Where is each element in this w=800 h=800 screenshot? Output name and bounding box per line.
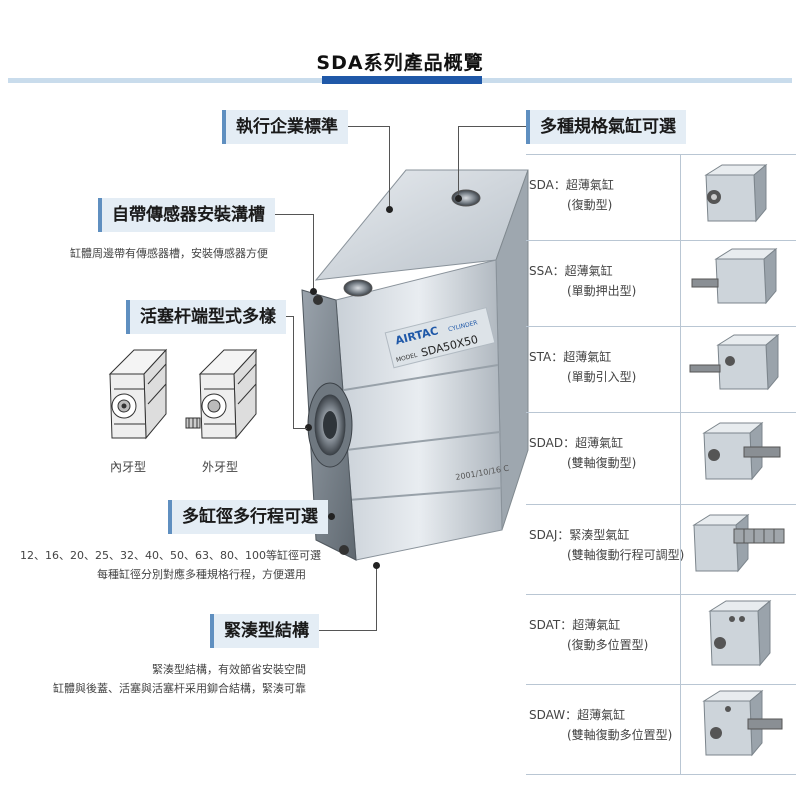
spec-divider <box>680 155 681 241</box>
pointer-dot <box>455 195 462 202</box>
spec-name: 超薄氣缸 <box>577 708 626 722</box>
cylinder-photo <box>684 245 790 315</box>
leader-line <box>293 316 294 428</box>
leader-line <box>458 126 459 198</box>
cylinder-photo <box>684 331 790 401</box>
spec-row: SDAJ：緊湊型氣缸 (雙軸復動行程可調型) <box>526 504 796 595</box>
page-title: SDA系列產品概覽 <box>316 52 484 74</box>
spec-label: SDAD：超薄氣缸 (雙軸復動型) <box>529 433 636 473</box>
spec-name: 緊湊型氣缸 <box>569 528 630 542</box>
cylinder-photo <box>684 159 790 229</box>
internal-thread-caption: 內牙型 <box>110 460 147 474</box>
cylinder-illustration: AIRTAC CYLINDER MODEL SDA50X50 2001/10/1… <box>301 169 529 561</box>
leader-line <box>313 214 314 290</box>
spec-divider <box>680 685 681 775</box>
bore-stroke-description: 12、16、20、25、32、40、50、63、80、100等缸徑可選 每種缸徑… <box>20 546 321 584</box>
spec-type: (單動引入型) <box>567 370 637 384</box>
pointer-dot <box>310 288 317 295</box>
spec-label: SDAW：超薄氣缸 (雙軸復動多位置型) <box>529 705 672 745</box>
spec-type: (復動多位置型) <box>567 638 649 652</box>
leader-line <box>268 214 314 215</box>
spec-name: 超薄氣缸 <box>572 618 621 632</box>
spec-type: (雙軸復動行程可調型) <box>567 548 685 562</box>
spec-row: SDAT：超薄氣缸 (復動多位置型) <box>526 594 796 685</box>
spec-row: SSA：超薄氣缸 (單動押出型) <box>526 240 796 327</box>
spec-label: SDAT：超薄氣缸 (復動多位置型) <box>529 615 648 655</box>
label-bore-stroke: 多缸徑多行程可選 <box>168 500 328 534</box>
spec-divider <box>680 327 681 413</box>
spec-code: SDAD： <box>529 436 576 450</box>
compact-description: 緊湊型結構，有效節省安裝空間 缸體與後蓋、活塞與活塞杆采用鉚合結構，緊湊可靠 <box>30 660 306 698</box>
leader-line <box>458 126 526 127</box>
description-line: 12、16、20、25、32、40、50、63、80、100等缸徑可選 <box>20 549 321 562</box>
spec-code: SDAT： <box>529 618 573 632</box>
description-line: 每種缸徑分別對應多種規格行程，方便選用 <box>97 568 306 581</box>
spec-row: STA：超薄氣缸 (單動引入型) <box>526 326 796 413</box>
spec-type: (雙軸復動型) <box>567 456 637 470</box>
spec-row: SDAD：超薄氣缸 (雙軸復動型) <box>526 412 796 505</box>
pointer-dot <box>328 513 335 520</box>
spec-label: SDA：超薄氣缸 (復動型) <box>529 175 614 215</box>
description-line: 緊湊型結構，有效節省安裝空間 <box>152 663 306 676</box>
spec-table-bottom <box>526 774 796 775</box>
spec-code: SDAW： <box>529 708 578 722</box>
internal-thread-sketch <box>108 348 168 440</box>
spec-name: 超薄氣缸 <box>563 350 612 364</box>
spec-row: SDA：超薄氣缸 (復動型) <box>526 154 796 241</box>
spec-name: 超薄氣缸 <box>565 178 614 192</box>
spec-divider <box>680 505 681 595</box>
label-compact-structure: 緊湊型結構 <box>210 614 319 648</box>
spec-name: 超薄氣缸 <box>575 436 624 450</box>
spec-label: SDAJ：緊湊型氣缸 (雙軸復動行程可調型) <box>529 525 684 565</box>
leader-line <box>308 630 377 631</box>
leader-line <box>336 126 390 127</box>
leader-line <box>389 126 390 210</box>
external-thread-sketch <box>185 348 258 440</box>
spec-type: (復動型) <box>567 198 613 212</box>
spec-code: SSA： <box>529 264 565 278</box>
label-rod-end: 活塞杆端型式多樣 <box>126 300 286 334</box>
cylinder-photo <box>684 599 790 669</box>
cylinder-photo <box>684 417 790 487</box>
label-enterprise-standard: 執行企業標準 <box>222 110 348 144</box>
cylinder-photo <box>684 689 790 759</box>
label-sensor-groove: 自帶傳感器安裝溝槽 <box>98 198 275 232</box>
spec-row: SDAW：超薄氣缸 (雙軸復動多位置型) <box>526 684 796 775</box>
leader-line <box>376 566 377 631</box>
pointer-dot <box>305 424 312 431</box>
spec-code: SDA： <box>529 178 566 192</box>
cylinder-photo <box>684 509 790 579</box>
label-multi-spec: 多種規格氣缸可選 <box>526 110 686 144</box>
sensor-description: 缸體周邊帶有傳感器槽，安裝傳感器方便 <box>70 247 268 260</box>
spec-code: STA： <box>529 350 564 364</box>
spec-divider <box>680 595 681 685</box>
spec-divider <box>680 413 681 505</box>
spec-code: SDAJ： <box>529 528 570 542</box>
spec-name: 超薄氣缸 <box>564 264 613 278</box>
pointer-dot <box>373 562 380 569</box>
title-divider-accent <box>322 76 482 84</box>
spec-divider <box>680 241 681 327</box>
external-thread-caption: 外牙型 <box>202 460 239 474</box>
leader-line <box>293 428 307 429</box>
spec-type: (雙軸復動多位置型) <box>567 728 673 742</box>
description-line: 缸體與後蓋、活塞與活塞杆采用鉚合結構，緊湊可靠 <box>53 682 306 695</box>
spec-label: SSA：超薄氣缸 (單動押出型) <box>529 261 636 301</box>
pointer-dot <box>386 206 393 213</box>
spec-type: (單動押出型) <box>567 284 637 298</box>
spec-label: STA：超薄氣缸 (單動引入型) <box>529 347 636 387</box>
